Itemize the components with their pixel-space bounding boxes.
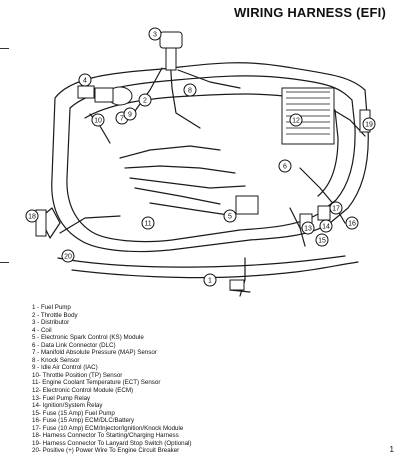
relay-14	[317, 205, 331, 221]
callout-10: 10	[91, 113, 105, 127]
svg-text:1: 1	[208, 278, 212, 285]
harness-trunk-inner	[66, 75, 356, 243]
legend-item: 8 - Knock Sensor	[32, 356, 80, 364]
coil-shape	[77, 85, 95, 99]
legend-item: 9 - Idle Air Control (IAC)	[32, 364, 98, 372]
svg-text:5: 5	[228, 214, 232, 221]
svg-text:17: 17	[332, 206, 340, 213]
legend-item: 4 - Coil	[32, 326, 52, 334]
callout-3: 3	[148, 27, 162, 41]
component-legend: 1 - Fuel Pump 2 - Throttle Body 3 - Dist…	[32, 304, 372, 455]
callout-14: 14	[319, 219, 333, 233]
left-edge-mark-bottom	[0, 262, 9, 263]
ecm-block	[281, 87, 335, 145]
harness-trunk	[51, 62, 369, 253]
callout-12: 12	[289, 113, 303, 127]
legend-item: 18- Harness Connector To Starting/Chargi…	[32, 432, 179, 440]
legend-item: 16- Fuse (15 Amp) ECM/DLC/Battery	[32, 417, 135, 425]
fuel-pump-shape	[229, 279, 245, 291]
starting-harness-connector	[35, 209, 47, 237]
legend-item: 20- Positive (+) Power Wire To Engine Ci…	[32, 447, 180, 455]
distributor-body	[165, 47, 177, 71]
callout-8: 8	[183, 83, 197, 97]
distributor-cap	[159, 31, 183, 49]
ks-module-shape	[235, 195, 259, 215]
legend-item: 12- Electronic Control Module (ECM)	[32, 387, 134, 395]
callout-2: 2	[138, 93, 152, 107]
legend-item: 11- Engine Coolant Temperature (ECT) Sen…	[32, 379, 161, 387]
page-mark: 1	[389, 445, 394, 454]
callout-6: 6	[278, 159, 292, 173]
callout-20: 20	[61, 249, 75, 263]
svg-text:7: 7	[120, 116, 124, 123]
legend-item: 7 - Manifold Absolute Pressure (MAP) Sen…	[32, 349, 157, 357]
svg-text:14: 14	[322, 224, 330, 231]
svg-text:2: 2	[143, 98, 147, 105]
legend-item: 13- Fuel Pump Relay	[32, 394, 91, 402]
svg-text:8: 8	[188, 88, 192, 95]
legend-item: 3 - Distributor	[32, 319, 70, 327]
left-edge-mark-top	[0, 48, 9, 49]
wiring-diagram: 1 2 3 4 5 6 7 8 9 10 11 12 13 14 15 16 1…	[25, 27, 376, 297]
svg-text:9: 9	[128, 112, 132, 119]
callout-9-visible: 9	[123, 107, 137, 121]
callout-4: 4	[78, 73, 92, 87]
legend-item: 6 - Data Link Connector (DLC)	[32, 341, 116, 349]
legend-item: 17- Fuse (10 Amp) ECM/Injector/Ignition/…	[32, 424, 184, 432]
callout-11: 11	[141, 216, 155, 230]
callout-16: 16	[345, 216, 359, 230]
legend-item: 5 - Electronic Spark Control (KS) Module	[32, 334, 144, 342]
callout-13: 13	[301, 221, 315, 235]
svg-text:6: 6	[283, 164, 287, 171]
svg-text:18: 18	[28, 214, 36, 221]
callout-18: 18	[25, 209, 39, 223]
svg-text:13: 13	[304, 226, 312, 233]
legend-item: 15- Fuse (15 Amp) Fuel Pump	[32, 409, 115, 417]
page-title: WIRING HARNESS (EFI)	[233, 5, 386, 20]
legend-item: 14- Ignition/System Relay	[32, 402, 103, 410]
svg-text:4: 4	[83, 78, 87, 85]
callout-5: 5	[223, 209, 237, 223]
callout-17: 17	[329, 201, 343, 215]
callout-15: 15	[315, 233, 329, 247]
svg-text:10: 10	[94, 118, 102, 125]
svg-text:11: 11	[144, 221, 151, 228]
svg-text:20: 20	[64, 254, 72, 261]
legend-item: 1 - Fuel Pump	[32, 304, 71, 311]
legend-item: 10- Throttle Position (TP) Sensor	[32, 371, 123, 379]
legend-item: 2 - Throttle Body	[32, 311, 78, 319]
svg-text:12: 12	[292, 118, 300, 125]
svg-text:15: 15	[318, 238, 326, 245]
svg-text:19: 19	[365, 122, 373, 129]
svg-text:3: 3	[153, 32, 157, 39]
legend-item: 19- Harness Connector To Lanyard Stop Sw…	[32, 439, 192, 447]
svg-text:16: 16	[348, 221, 356, 228]
callout-19: 19	[362, 117, 376, 131]
callout-1: 1	[203, 273, 217, 287]
